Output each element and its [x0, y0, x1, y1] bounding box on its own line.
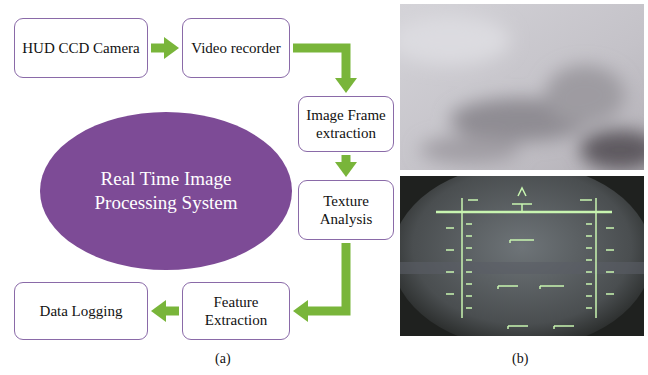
process-box: Feature Extraction — [182, 282, 290, 340]
node-text: Real Time Image Processing System — [82, 167, 250, 215]
flow-arrow — [293, 48, 346, 78]
ellipse-shape — [40, 112, 292, 270]
node-text: HUD CCD Camera — [22, 39, 139, 57]
process-box: Texture Analysis — [298, 180, 394, 240]
flow-arrow — [151, 44, 164, 53]
flow-arrow — [308, 243, 346, 311]
process-box: Video recorder — [182, 18, 290, 78]
node-text: Video recorder — [191, 39, 280, 57]
node-text: Image Frame extraction — [305, 106, 387, 142]
process-box: Data Logging — [14, 282, 148, 340]
flow-arrow — [166, 307, 179, 316]
process-box: Image Frame extraction — [298, 96, 394, 152]
node-text: Texture Analysis — [305, 192, 387, 228]
process-box: HUD CCD Camera — [14, 18, 148, 78]
cloud-photo — [400, 4, 644, 170]
node-text: Data Logging — [40, 302, 123, 320]
hud-photo — [400, 176, 644, 336]
node-text: Feature Extraction — [189, 293, 283, 329]
panel-label: (a) — [215, 351, 231, 367]
system-ellipse: Real Time Image Processing System — [40, 112, 292, 270]
flow-arrow — [342, 155, 351, 162]
panel-label: (b) — [512, 351, 528, 367]
